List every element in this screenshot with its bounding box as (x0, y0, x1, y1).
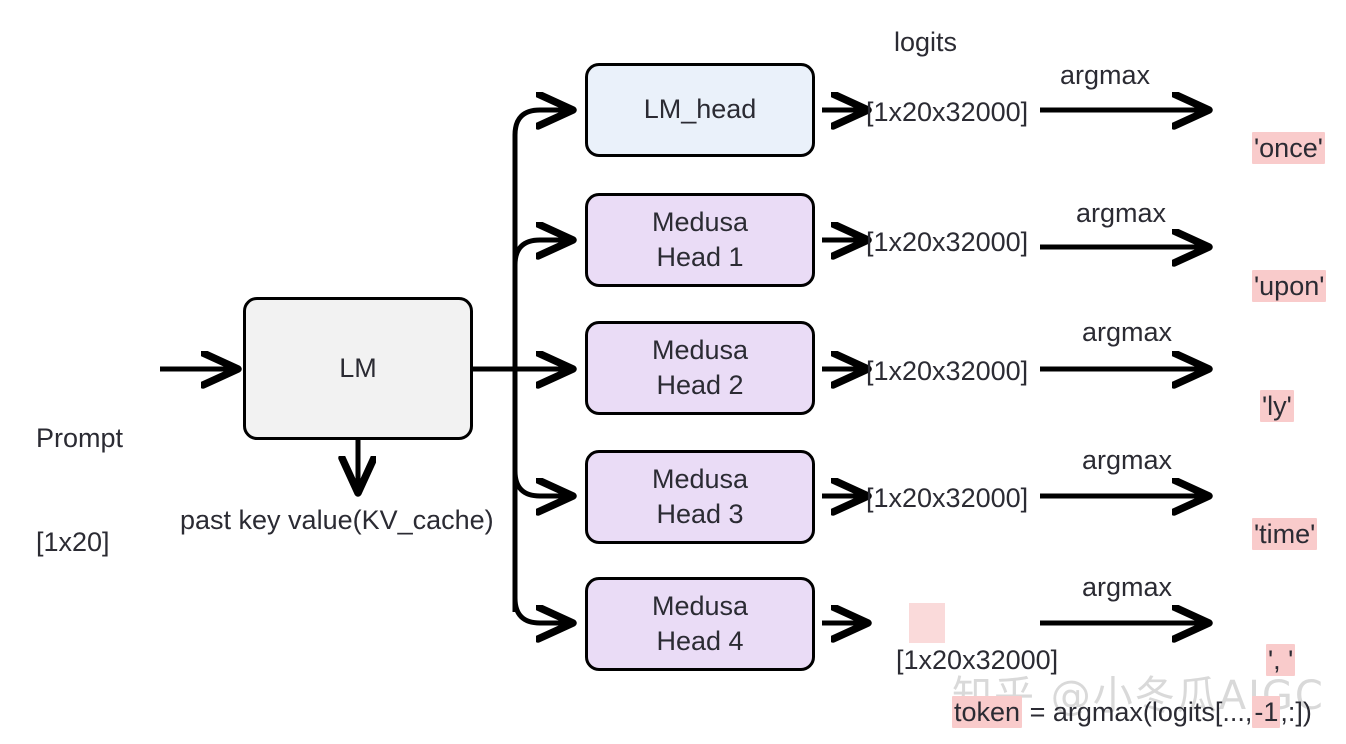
node-medusa-head-2-line1: Medusa (651, 334, 749, 365)
branch-to-medusa-head-3 (512, 470, 567, 496)
node-medusa-head-3-label: Medusa Head 3 (652, 462, 748, 532)
output-token-4-text: 'time' (1252, 517, 1318, 550)
caption-token-highlight: token (952, 696, 1023, 728)
prompt-label-line1: Prompt (36, 423, 124, 454)
node-medusa-head-3-line1: Medusa (651, 463, 749, 494)
branch-to-medusa-head-4 (512, 597, 567, 623)
node-medusa-head-1-line1: Medusa (651, 206, 749, 237)
output-token-3: 'ly' (1230, 354, 1294, 458)
logits-shape-3: [1x20x32000] (866, 356, 1029, 386)
caption-mid: = argmax(logits[..., (1022, 697, 1253, 727)
argmax-label-5: argmax (1082, 572, 1173, 602)
node-lm-head-label: LM_head (643, 94, 757, 125)
kv-cache-label: past key value(KV_cache) (180, 505, 494, 535)
output-token-5: ', ' (1236, 608, 1296, 712)
logits-shape-2: [1x20x32000] (866, 227, 1029, 257)
caption-formula: token = argmax(logits[...,-1,:]) (952, 696, 1312, 728)
node-medusa-head-3[interactable]: Medusa Head 3 (585, 450, 815, 544)
node-lm-head[interactable]: LM_head (585, 63, 815, 157)
output-token-2: 'upon' (1222, 234, 1327, 338)
node-medusa-head-2-label: Medusa Head 2 (652, 333, 748, 403)
node-medusa-head-4[interactable]: Medusa Head 4 (585, 577, 815, 671)
logits-shape-1: [1x20x32000] (866, 97, 1029, 127)
node-medusa-head-1[interactable]: Medusa Head 1 (585, 193, 815, 287)
lm-backbone-label: LM (339, 352, 377, 383)
argmax-label-4: argmax (1082, 445, 1173, 475)
node-medusa-head-2-line2: Head 2 (656, 370, 744, 400)
branch-to-lm-head (512, 110, 567, 136)
argmax-label-1: argmax (1060, 60, 1151, 90)
output-token-1-text: 'once' (1252, 131, 1325, 164)
output-token-2-text: 'upon' (1252, 269, 1327, 302)
prompt-label-line2: [1x20] (36, 526, 110, 557)
output-token-3-text: 'ly' (1260, 389, 1294, 422)
caption-post: ,:]) (1280, 697, 1312, 727)
lm-backbone-box[interactable]: LM (243, 297, 473, 440)
logits-shape-4: [1x20x32000] (866, 483, 1029, 513)
argmax-label-2: argmax (1076, 198, 1167, 228)
logits-header: logits (894, 27, 958, 57)
output-token-5-text: ', ' (1266, 643, 1296, 676)
logits-shape-5-text: [1x20x32000] (896, 644, 1059, 675)
node-medusa-head-2[interactable]: Medusa Head 2 (585, 321, 815, 415)
node-medusa-head-3-line2: Head 3 (656, 499, 744, 529)
branch-to-medusa-head-1 (512, 240, 567, 266)
node-medusa-head-1-label: Medusa Head 1 (652, 205, 748, 275)
caption-index-highlight: -1 (1252, 696, 1281, 728)
output-token-4: 'time' (1222, 482, 1318, 586)
logits-shape-5: [1x20x32000] (866, 608, 1058, 712)
node-medusa-head-4-label: Medusa Head 4 (652, 589, 748, 659)
node-medusa-head-4-line1: Medusa (651, 590, 749, 621)
node-medusa-head-4-line2: Head 4 (656, 626, 744, 656)
output-token-1: 'once' (1222, 96, 1325, 200)
watermark-pink-artifact-logits-5 (909, 603, 945, 643)
prompt-label: Prompt [1x20] (36, 352, 123, 628)
argmax-label-3: argmax (1082, 317, 1173, 347)
node-medusa-head-1-line2: Head 1 (656, 242, 744, 272)
